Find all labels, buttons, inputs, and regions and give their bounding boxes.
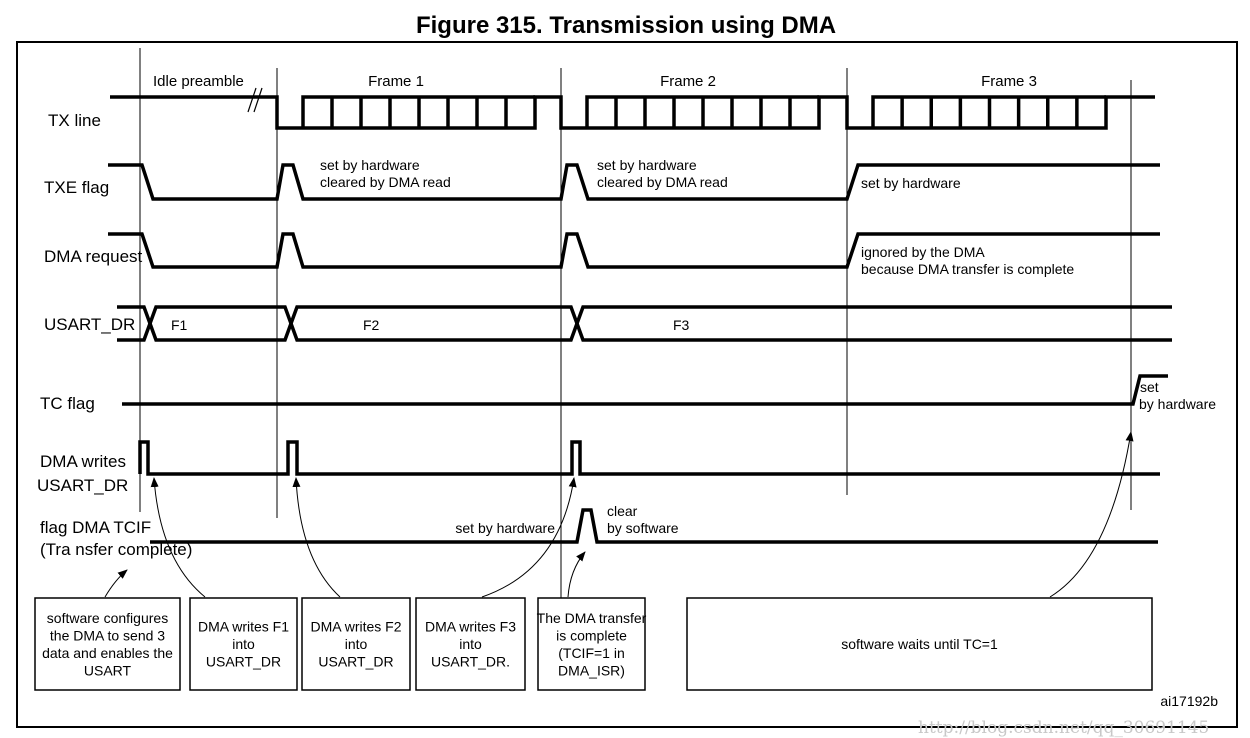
txe-flag-wave [108, 163, 1160, 201]
annotation-box-text: data and enables the [42, 645, 173, 661]
annotation-box-text: into [459, 636, 482, 652]
annotation-box-text: DMA writes F1 [198, 619, 289, 635]
signal-tcif: flag DMA TCIF [40, 518, 151, 537]
annotation-box-text: USART_DR. [431, 654, 510, 670]
annotation-box-text: USART_DR [318, 654, 393, 670]
callout-arrow [1049, 431, 1134, 598]
figure-id: ai17192b [1160, 693, 1218, 709]
phase-frame2: Frame 2 [660, 73, 716, 90]
tx-frame-top [301, 95, 535, 128]
note-tcif-clear: clear [607, 503, 638, 519]
callout-arrow [567, 551, 586, 598]
tx-line-wave [110, 95, 1155, 130]
tc-flag-wave [122, 374, 1168, 406]
note-txe2: set by hardware [597, 157, 697, 173]
annotation-box-text: software configures [47, 610, 168, 626]
annotation-box-text: DMA_ISR) [558, 662, 625, 678]
waveforms [108, 87, 1172, 544]
tcif-wave [150, 508, 1158, 544]
dma-writes-wave [138, 440, 1160, 476]
data-f3: F3 [673, 317, 690, 333]
phase-frame1: Frame 1 [368, 73, 424, 90]
signal-dma-request: DMA request [44, 247, 143, 266]
figure-title: Figure 315. Transmission using DMA [416, 12, 836, 39]
annotation-box-text: into [345, 636, 368, 652]
annotation-arrows [104, 431, 1134, 598]
annotation-box-text: software waits until TC=1 [841, 636, 998, 652]
callout-arrow [292, 477, 341, 598]
annotation-box-frame [415, 597, 526, 691]
annotation-box-text: is complete [556, 627, 627, 643]
signal-dma-writes-2: USART_DR [37, 476, 128, 495]
tx-frame-top [871, 95, 1106, 128]
note-tc: set [1140, 379, 1159, 395]
break-mark [247, 87, 257, 113]
usart-dr-bus [117, 305, 1172, 342]
annotation-box-frame [189, 597, 298, 691]
note-tcif-clear-b: by software [607, 520, 679, 536]
data-f1: F1 [171, 317, 188, 333]
note-tcif-set: set by hardware [455, 520, 555, 536]
annotation-box-text: The DMA transfer [537, 610, 647, 626]
phase-frame3: Frame 3 [981, 73, 1037, 90]
tx-frame-top [585, 95, 819, 128]
annotation-box-text: the DMA to send 3 [50, 627, 165, 643]
annotation-box-text: (TCIF=1 in [558, 645, 625, 661]
signal-tx-line: TX line [48, 111, 101, 130]
phase-idle: Idle preamble [153, 73, 244, 90]
annotation-box-frame [34, 597, 181, 691]
note-dma3b: because DMA transfer is complete [861, 261, 1074, 277]
note-txe1b: cleared by DMA read [320, 174, 451, 190]
annotation-box-frame [537, 597, 646, 691]
dma-request-wave [108, 232, 1160, 269]
note-txe2b: cleared by DMA read [597, 174, 728, 190]
signal-tc-flag: TC flag [40, 394, 95, 413]
callout-arrow [481, 477, 577, 598]
data-f2: F2 [363, 317, 380, 333]
annotation-box-frame [686, 597, 1153, 691]
annotation-box-frame [301, 597, 411, 691]
figure-border [16, 41, 1238, 728]
note-txe3: set by hardware [861, 175, 961, 191]
callout-arrow [150, 477, 206, 598]
annotation-box-text: into [232, 636, 255, 652]
annotation-box-text: DMA writes F3 [425, 619, 516, 635]
annotation-box-text: USART [84, 662, 132, 678]
note-txe1: set by hardware [320, 157, 420, 173]
signal-usart-dr: USART_DR [44, 315, 135, 334]
break-mark [253, 87, 263, 113]
annotation-box-text: DMA writes F2 [310, 619, 401, 635]
signal-tcif-2: (Tra nsfer complete) [40, 540, 192, 559]
signal-dma-writes: DMA writes [40, 452, 126, 471]
signal-txe-flag: TXE flag [44, 178, 109, 197]
note-tc-b: by hardware [1139, 396, 1216, 412]
annotation-box: software waits until TC=1 [686, 597, 1153, 691]
annotation-box-text: USART_DR [206, 654, 281, 670]
callout-arrow [104, 569, 128, 598]
usart-dr-bus [117, 305, 1172, 342]
note-dma3: ignored by the DMA [861, 244, 985, 260]
watermark: http://blog.csdn.net/qq_30691145 [918, 718, 1209, 738]
